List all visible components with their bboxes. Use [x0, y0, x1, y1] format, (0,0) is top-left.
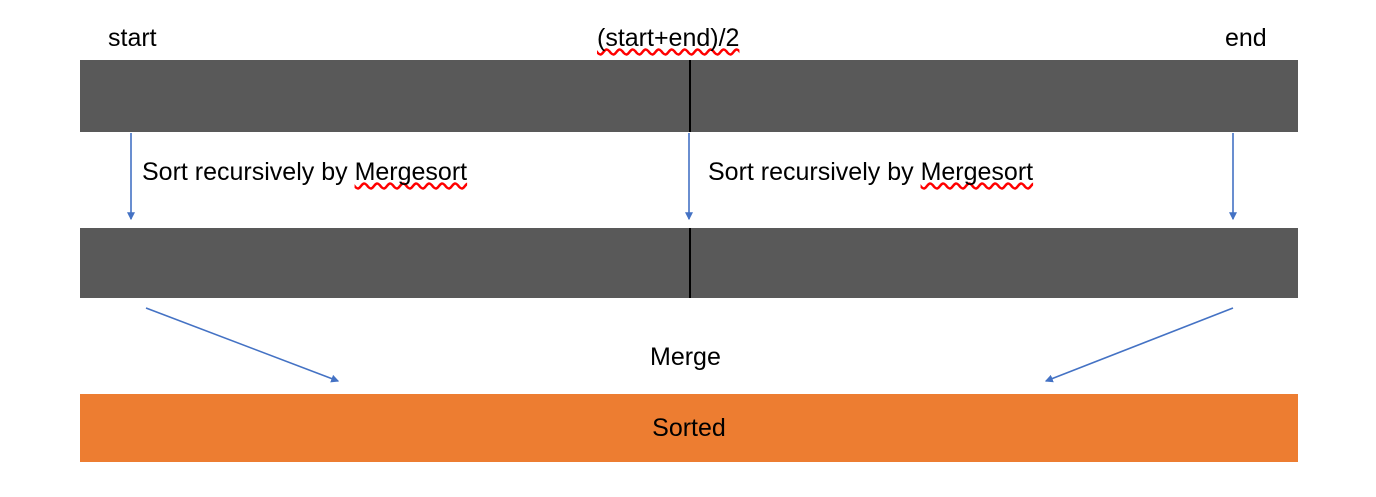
- divider-input-array: [689, 60, 691, 132]
- label-sort-recursively-left-text: Sort recursively by: [142, 158, 355, 186]
- arrow-merge-left: [145, 307, 340, 383]
- bar-merged-array-caption: Sorted: [652, 413, 726, 442]
- label-sort-recursively-right-text: Sort recursively by: [708, 158, 921, 186]
- bar-merged-array: Sorted: [80, 394, 1298, 462]
- label-merge: Merge: [650, 343, 721, 371]
- label-mergesort-left: Mergesort: [354, 158, 468, 186]
- label-mid: (start+end)/2: [597, 24, 740, 52]
- label-mergesort-right: Mergesort: [920, 158, 1034, 186]
- label-sort-recursively-right: Sort recursively by Mergesort: [708, 160, 1033, 185]
- arrow-merge-right: [1044, 307, 1234, 383]
- label-sort-recursively-left: Sort recursively by Mergesort: [142, 160, 467, 185]
- label-end: end: [1225, 24, 1267, 52]
- divider-recursed-array: [689, 228, 691, 298]
- label-start: start: [108, 24, 157, 52]
